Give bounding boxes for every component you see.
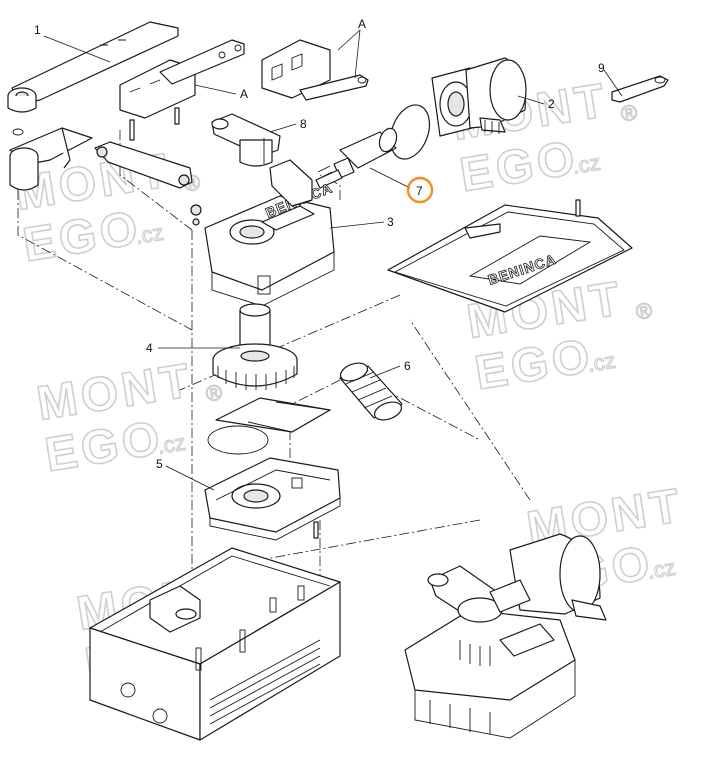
part-gear-4 xyxy=(212,303,298,390)
watermark-registered: ® xyxy=(204,379,224,406)
callout-labels: 1 A A 8 2 9 7 3 4 6 5 xyxy=(34,17,605,471)
part-clip-a-top xyxy=(261,39,369,101)
watermark-suffix: .cz xyxy=(571,150,603,179)
watermark-registered: ® xyxy=(619,99,639,126)
part-motor-2 xyxy=(431,57,527,137)
part-spring-6 xyxy=(339,362,403,421)
callout-label-1: 1 xyxy=(34,23,41,37)
callout-label-4: 4 xyxy=(146,341,153,355)
part-release-key-9 xyxy=(611,75,669,103)
callout-label-8: 8 xyxy=(300,117,307,131)
part-lower-housing-5 xyxy=(204,457,341,541)
part-o-ring xyxy=(389,104,431,160)
callout-label-2: 2 xyxy=(548,97,555,111)
part-housing-cover-3: BENINCA xyxy=(190,159,335,307)
watermark-suffix: .cz xyxy=(646,555,678,584)
part-cover-plate: BENINCA xyxy=(387,199,633,313)
part-mounting-box xyxy=(89,547,341,741)
leader-lines xyxy=(43,29,623,491)
callout-highlight-ring xyxy=(406,176,434,204)
part-lever-8 xyxy=(211,113,281,167)
part-bracket-a-top xyxy=(119,39,245,141)
watermark-suffix: .cz xyxy=(586,348,618,377)
watermark-mid-left: MONT EGO .cz ® xyxy=(33,353,225,483)
callout-label-a-clip: A xyxy=(358,17,366,31)
part-gasket xyxy=(207,397,332,455)
part-arm-lower xyxy=(9,127,93,191)
callout-label-7: 7 xyxy=(416,184,423,198)
part-assembled-operator xyxy=(404,533,607,739)
part-link-arm xyxy=(94,141,193,189)
callout-label-a-bracket: A xyxy=(240,87,248,101)
callout-label-6: 6 xyxy=(404,359,411,373)
watermark-suffix: .cz xyxy=(156,430,188,459)
callout-label-9: 9 xyxy=(598,61,605,75)
callout-label-5: 5 xyxy=(156,457,163,471)
callout-label-3: 3 xyxy=(387,215,394,229)
watermark-registered: ® xyxy=(634,297,654,324)
part-arm-1 xyxy=(7,21,179,136)
watermark-suffix: .cz xyxy=(134,220,166,249)
part-worm-screw-7 xyxy=(315,127,398,189)
